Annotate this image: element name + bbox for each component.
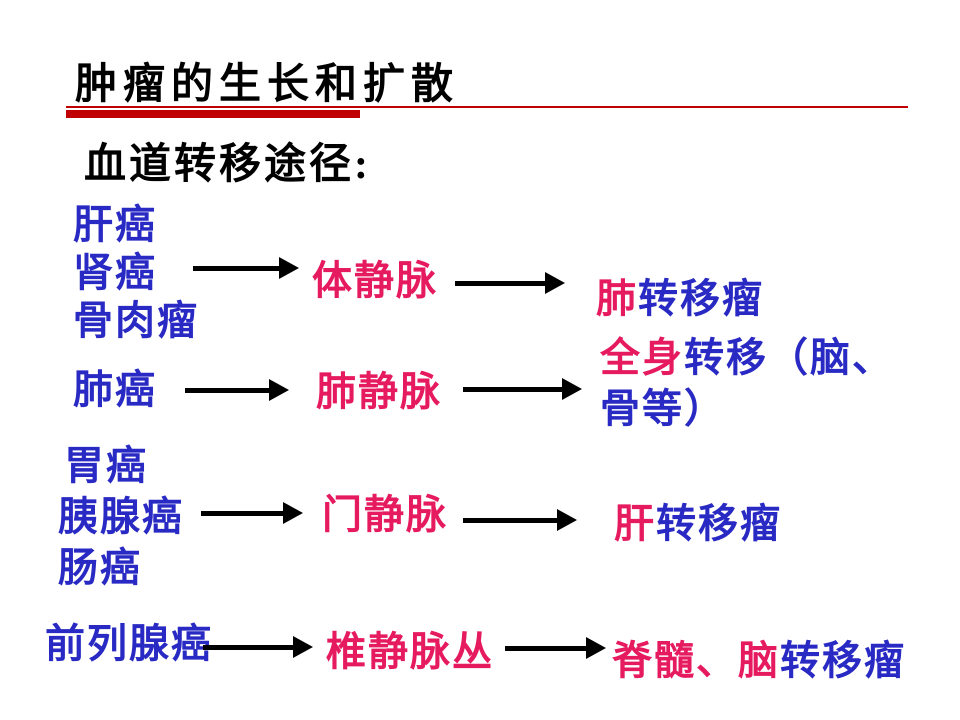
dest-rest-line1: 转移（脑、	[684, 335, 894, 380]
arrow-row4-left	[203, 636, 313, 658]
row4-dest-label: 脊髓、脑转移瘤	[612, 628, 906, 686]
arrow-shaft	[201, 510, 289, 516]
cancer-label-lung: 肺癌	[73, 367, 157, 412]
row4-vein-label: 椎静脉丛	[326, 629, 494, 674]
cancer-label-prostate: 前列腺癌	[45, 621, 213, 666]
cancer-label-intestine: 肠癌	[58, 545, 142, 590]
arrow-head-icon	[545, 272, 565, 294]
slide-subtitle: 血道转移途径:	[84, 142, 371, 188]
arrow-row1-right	[455, 272, 565, 294]
arrow-shaft	[203, 644, 299, 650]
arrow-row2-left	[185, 379, 289, 401]
row3-source-cancers: 胃癌 胰腺癌 肠癌	[58, 440, 184, 593]
dest-rest-line2: 骨等）	[600, 386, 726, 431]
arrow-row2-right	[463, 378, 582, 400]
dest-highlight: 肝	[614, 501, 656, 546]
arrow-head-icon	[562, 378, 582, 400]
arrow-row3-right	[463, 509, 577, 531]
row1-dest-label: 肺转移瘤	[596, 266, 764, 324]
arrow-head-icon	[279, 257, 299, 279]
row4-source-cancers: 前列腺癌	[45, 620, 213, 668]
arrow-shaft	[185, 387, 275, 393]
dest-rest: 转移瘤	[656, 501, 782, 546]
cancer-label-liver: 肝癌	[73, 202, 157, 247]
dest-rest: 转移瘤	[638, 276, 764, 321]
arrow-head-icon	[283, 502, 303, 524]
title-underline-thick	[66, 110, 360, 118]
arrow-head-icon	[269, 379, 289, 401]
row1-vein-label: 体静脉	[312, 258, 438, 303]
row3-dest-label: 肝转移瘤	[614, 491, 782, 549]
cancer-label-osteosarcoma: 骨肉瘤	[73, 298, 199, 343]
arrow-shaft	[505, 645, 592, 651]
arrow-shaft	[193, 265, 285, 271]
dest-highlight: 脊髓、脑	[612, 638, 780, 683]
arrow-row3-left	[201, 502, 303, 524]
arrow-shaft	[455, 280, 551, 286]
cancer-label-pancreas: 胰腺癌	[58, 494, 184, 539]
arrow-shaft	[463, 517, 563, 523]
arrow-shaft	[463, 386, 568, 392]
dest-rest: 转移瘤	[780, 638, 906, 683]
row1-source-cancers: 肝癌 肾癌 骨肉瘤	[73, 201, 199, 345]
cancer-label-stomach: 胃癌	[64, 443, 148, 488]
dest-highlight: 全身	[600, 335, 684, 380]
dest-highlight: 肺	[596, 276, 638, 321]
arrow-row1-left	[193, 257, 299, 279]
row2-source-cancers: 肺癌	[73, 366, 157, 414]
row3-vein-label: 门静脉	[322, 492, 448, 537]
slide-title: 肿瘤的生长和扩散	[75, 62, 460, 108]
arrow-head-icon	[557, 509, 577, 531]
arrow-head-icon	[293, 636, 313, 658]
title-underline-thin	[66, 106, 908, 108]
arrow-head-icon	[586, 637, 606, 659]
arrow-row4-right	[505, 637, 606, 659]
row2-dest-label: 全身转移（脑、 骨等）	[600, 332, 920, 434]
row2-vein-label: 肺静脉	[316, 369, 442, 414]
cancer-label-kidney: 肾癌	[73, 250, 157, 295]
